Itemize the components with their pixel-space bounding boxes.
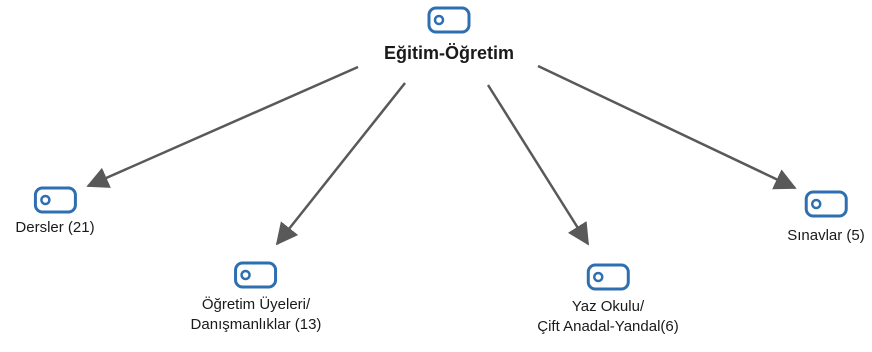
node-sinavlar[interactable]: Sınavlar (5) — [787, 186, 865, 246]
node-label-line-1: Öğretim Üyeleri/ — [201, 296, 311, 313]
tag-icon — [33, 186, 77, 214]
node-label-line-1: Yaz Okulu/ — [571, 298, 645, 315]
edge-root-to-yaz-okulu — [486, 84, 590, 246]
tag-icon — [586, 263, 630, 291]
node-label: Dersler (21) — [15, 219, 95, 236]
node-label-line-2: Çift Anadal-Yandal(6) — [537, 318, 679, 335]
tag-icon — [804, 190, 848, 218]
edge-root-to-ogretim-uyeleri — [275, 82, 406, 246]
node-dersler[interactable]: Dersler (21) — [15, 182, 95, 238]
node-label: Sınavlar (5) — [787, 227, 865, 244]
node-ogretim-uyeleri[interactable]: Öğretim Üyeleri/ Danışmanlıklar (13) — [190, 257, 322, 335]
root-label: Eğitim-Öğretim — [383, 43, 515, 63]
tag-icon — [427, 6, 471, 34]
edge-root-to-sinavlar — [537, 64, 797, 190]
tag-icon — [234, 261, 278, 289]
root-node[interactable]: Eğitim-Öğretim — [384, 2, 514, 64]
node-yaz-okulu[interactable]: Yaz Okulu/ Çift Anadal-Yandal(6) — [537, 259, 679, 337]
node-label-line-2: Danışmanlıklar (13) — [190, 316, 322, 333]
edge-root-to-dersler — [86, 65, 359, 188]
